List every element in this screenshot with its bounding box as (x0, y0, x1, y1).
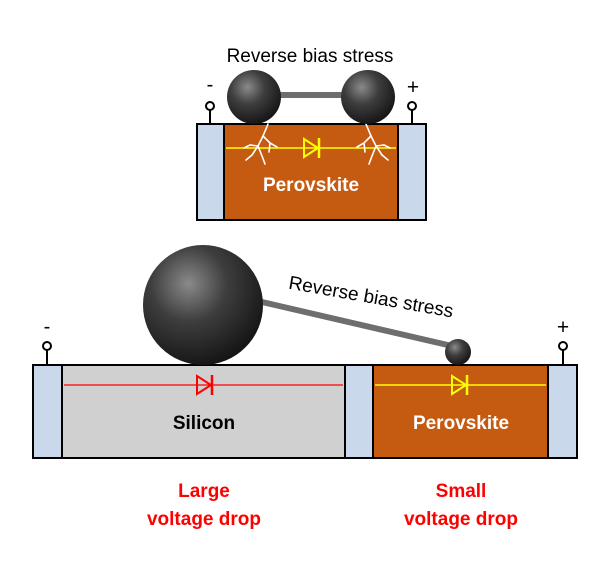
large-drop-line1: Large (178, 481, 230, 502)
top-perovskite-label: Perovskite (263, 175, 359, 196)
top-minus-sign: - (207, 74, 214, 96)
top-right-electrode (397, 123, 427, 221)
top-left-electrode (196, 123, 225, 221)
top-left-stress-sphere (227, 70, 281, 124)
bottom-perovskite-layer (372, 364, 549, 459)
silicon-layer (61, 364, 346, 459)
bottom-perovskite-label: Perovskite (413, 413, 509, 434)
top-positive-terminal (407, 101, 417, 124)
silicon-label: Silicon (173, 413, 235, 434)
bottom-negative-terminal (42, 341, 52, 365)
top-panel: Reverse bias stress - + (196, 46, 427, 221)
large-drop-line2: voltage drop (147, 509, 261, 530)
top-stress-dumbbell (227, 70, 395, 124)
bottom-stress-dumbbell (143, 245, 471, 365)
top-negative-terminal (205, 101, 215, 124)
top-perovskite-layer (223, 123, 399, 221)
silicon-diode-symbol (64, 374, 343, 396)
top-right-stress-sphere (341, 70, 395, 124)
large-stress-sphere (143, 245, 263, 365)
top-stress-label: Reverse bias stress (227, 46, 394, 67)
small-drop-line2: voltage drop (404, 509, 518, 530)
bottom-minus-sign: - (44, 316, 51, 338)
bottom-plus-sign: + (557, 316, 569, 339)
top-left-crack-mark (243, 123, 278, 165)
middle-electrode (344, 364, 374, 459)
top-right-crack-mark (356, 123, 391, 165)
bottom-left-electrode (32, 364, 63, 459)
top-diode-symbol (226, 137, 396, 159)
top-plus-sign: + (407, 76, 419, 99)
perovskite-diode-symbol (375, 374, 546, 396)
small-drop-line1: Small (436, 481, 487, 502)
bottom-positive-terminal (558, 341, 568, 365)
small-stress-sphere (445, 339, 471, 365)
bottom-right-electrode (547, 364, 578, 459)
bottom-panel: - + Silicon Perovskite (32, 245, 578, 530)
